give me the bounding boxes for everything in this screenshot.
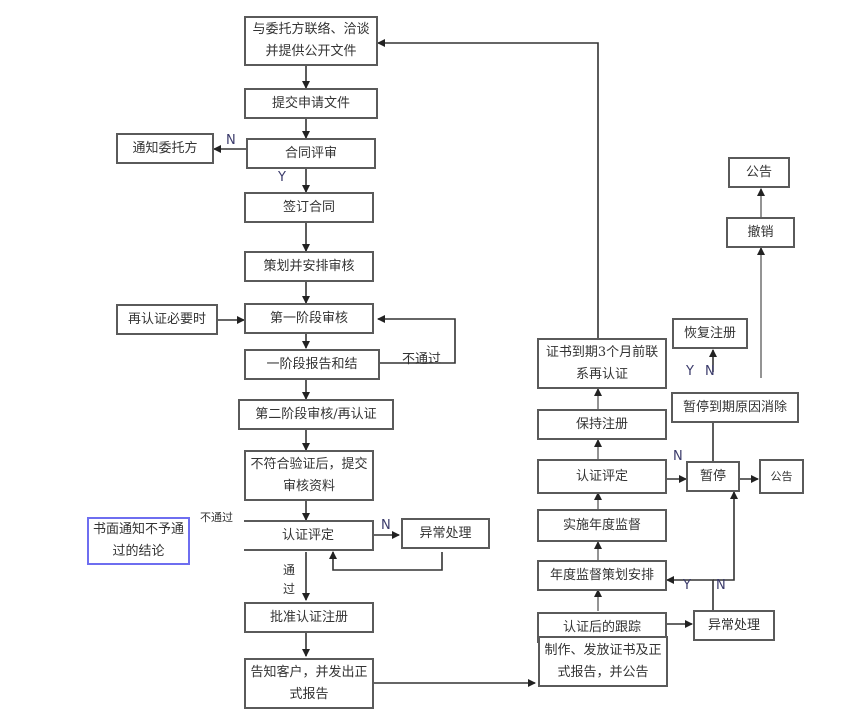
label-n-contract: N	[226, 133, 236, 148]
node-inform-client: 告知客户，并发出正式报告	[244, 658, 374, 709]
node-notify-client: 通知委托方	[116, 133, 214, 164]
node-stage1-audit: 第一阶段审核	[244, 303, 374, 334]
node-suspension-cleared: 暂停到期原因消除	[671, 392, 799, 423]
node-expiry-recert: 证书到期3个月前联系再认证	[537, 338, 667, 389]
node-contract-review: 合同评审	[246, 138, 376, 169]
node-cert-decision: 认证评定	[244, 520, 374, 551]
node-plan-audit: 策划并安排审核	[244, 251, 374, 282]
node-submit-application: 提交申请文件	[244, 88, 378, 119]
label-fail-stage1: 不通过	[402, 352, 442, 367]
arrow-exception-to-suspend-n	[713, 491, 738, 581]
node-contact-client: 与委托方联络、洽谈并提供公开文件	[244, 16, 378, 66]
label-y-contract: Y	[278, 170, 286, 185]
node-recert-needed: 再认证必要时	[116, 304, 218, 335]
label-n-decision: N	[381, 518, 391, 533]
node-cert-decision-right: 认证评定	[537, 459, 667, 494]
label-pass-2: 过	[283, 582, 296, 596]
node-annual-plan: 年度监督策划安排	[537, 560, 667, 591]
node-approve-register: 批准认证注册	[244, 602, 374, 633]
label-pass-1: 通	[283, 563, 296, 577]
label-fail-decision: 不通过	[200, 511, 233, 524]
label-n-exception: N	[716, 578, 726, 593]
arrow-exception-back-loop	[329, 551, 443, 571]
arrow-expiry-to-contact	[377, 39, 599, 338]
label-y-exception: Y	[683, 578, 691, 593]
node-written-notice: 书面通知不予通过的结论	[87, 517, 190, 565]
node-stage2-audit: 第二阶段审核/再认证	[238, 399, 394, 430]
node-announce-suspend: 公告	[759, 459, 804, 494]
arrow-report-fail-loop	[377, 315, 456, 364]
node-sign-contract: 签订合同	[244, 192, 374, 223]
node-restore-register: 恢复注册	[672, 318, 748, 349]
node-annual-surveillance: 实施年度监督	[537, 509, 667, 542]
label-n-restore: N	[705, 364, 715, 379]
label-y-restore: Y	[686, 364, 694, 379]
label-n-right-decision: N	[673, 449, 683, 464]
node-exception-right: 异常处理	[693, 610, 775, 641]
node-announce-revoke: 公告	[728, 157, 790, 188]
node-exception-left: 异常处理	[401, 518, 490, 549]
node-revoke: 撤销	[726, 217, 795, 248]
node-maintain-register: 保持注册	[537, 409, 667, 440]
node-suspend: 暂停	[686, 461, 740, 492]
node-issue-certificate: 制作、发放证书及正式报告，并公告	[538, 636, 668, 687]
node-stage1-report: 一阶段报告和结	[244, 349, 380, 380]
node-submit-materials: 不符合验证后，提交审核资料	[244, 450, 374, 501]
